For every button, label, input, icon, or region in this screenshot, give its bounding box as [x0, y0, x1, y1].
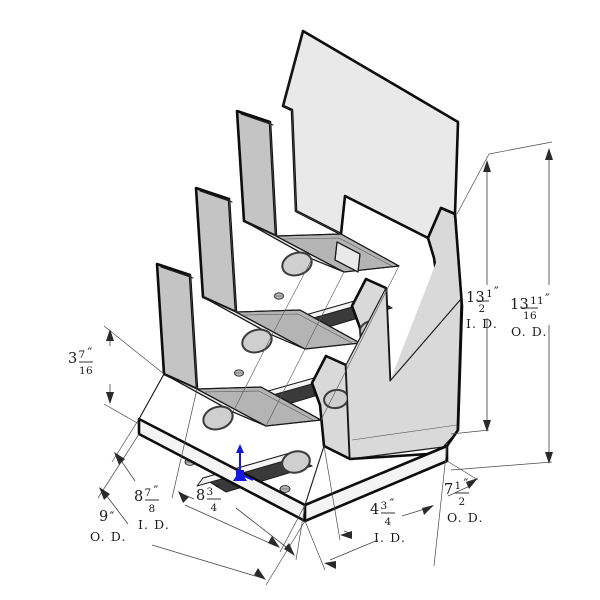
dim-height-id-qualifier: I. D. — [466, 316, 498, 331]
back-panel — [281, 29, 460, 240]
dimension-depth-inside: 43″ 4 I. D. — [323, 445, 448, 567]
dim-height-id-value: 131″ — [466, 285, 499, 306]
dim-width-id-denominator: 8 — [149, 503, 156, 515]
dim-depth-id-denominator: 4 — [385, 516, 392, 528]
dimension-pocket-depth: 37″ 16 — [68, 325, 165, 425]
dimension-width-inside: 87″ 8 I. D. — [111, 418, 306, 553]
cad-origin-marker — [233, 444, 254, 481]
dim-inner-pocket-width-value: 83″ — [196, 483, 221, 504]
center-tab — [334, 241, 361, 273]
dim-pocket-depth-denominator: 16 — [79, 365, 93, 377]
dim-width-id-qualifier: I. D. — [138, 517, 170, 532]
dim-depth-od-denominator: 2 — [459, 496, 466, 508]
dim-height-od-denominator: 16 — [523, 310, 537, 322]
right-side-shell — [345, 212, 464, 461]
dim-height-od-value: 1311″ — [510, 292, 550, 313]
dimension-inner-pocket-width: 83″ 4 — [171, 388, 306, 561]
dim-inner-pocket-width-denominator: 4 — [211, 502, 218, 514]
dim-height-od-qualifier: O. D. — [511, 324, 548, 339]
dimension-height-inside: 131″ 2 I. D. — [450, 153, 499, 435]
dim-pocket-depth-value: 37″ — [68, 346, 93, 367]
transparency-ghost-edges — [189, 109, 400, 427]
dimension-depth-outside: 71″ 2 O. D. — [304, 460, 484, 571]
dimension-width-outside: 9″ O. D. — [90, 433, 306, 586]
dim-depth-od-value: 71″ — [444, 477, 469, 498]
dim-width-id-value: 87″ — [134, 484, 159, 505]
dim-depth-id-qualifier: I. D. — [374, 530, 406, 545]
dim-depth-id-value: 43″ — [370, 497, 395, 518]
dim-width-od-qualifier: O. D. — [90, 529, 127, 544]
dim-depth-od-qualifier: O. D. — [447, 510, 484, 525]
dimension-height-outside: 1311″ 16 O. D. — [450, 141, 553, 471]
dim-width-od-value: 9″ — [99, 509, 115, 525]
brochure-holder-model — [137, 29, 464, 523]
dim-height-id-denominator: 2 — [479, 303, 486, 315]
